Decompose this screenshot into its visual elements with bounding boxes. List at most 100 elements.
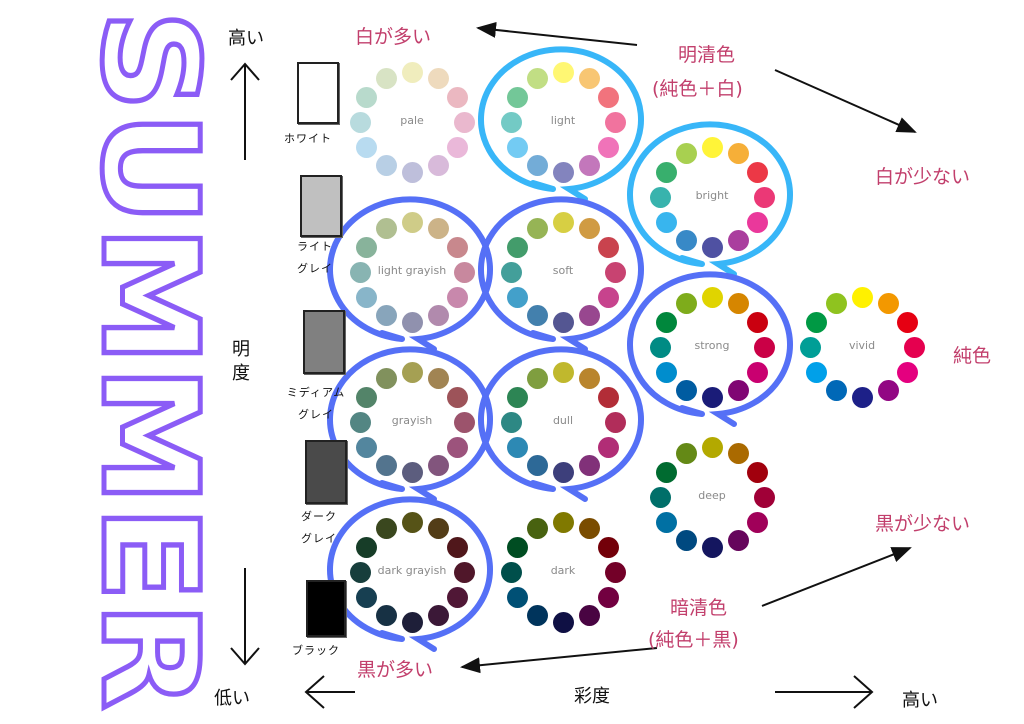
color-dot <box>578 304 600 326</box>
tone-wheel-light-grayish: light grayish <box>342 202 482 342</box>
color-dot <box>401 311 423 333</box>
more-white-label: 白が多い <box>355 26 432 48</box>
saturation-high-label: 高い <box>902 690 938 711</box>
color-dot <box>375 518 397 540</box>
color-dot <box>597 286 619 308</box>
gray-label-dark-gray: ダーク グレイ <box>301 510 337 545</box>
color-dot <box>526 604 548 626</box>
color-dot <box>649 336 671 358</box>
hand-drawn-loop-soft <box>478 196 644 352</box>
color-dot <box>507 586 529 608</box>
color-dot <box>356 86 378 108</box>
arrow-to-more-white <box>476 21 638 46</box>
tone-wheel-strong: strong <box>642 277 782 417</box>
color-dot <box>427 68 449 90</box>
color-dot <box>526 454 548 476</box>
color-dot <box>701 136 723 158</box>
color-dot <box>656 511 678 533</box>
color-dot <box>727 293 749 315</box>
color-dot <box>375 68 397 90</box>
color-dot <box>727 379 749 401</box>
tone-wheel-bright: bright <box>642 127 782 267</box>
color-dot <box>507 386 529 408</box>
tone-label-dark-grayish: dark grayish <box>377 564 447 577</box>
more-black-label: 黒が多い <box>357 659 434 681</box>
less-white-label: 白が少ない <box>875 166 971 188</box>
color-dot <box>597 436 619 458</box>
color-dot <box>375 304 397 326</box>
color-dot <box>446 136 468 158</box>
color-dot <box>604 261 626 283</box>
color-dot <box>356 436 378 458</box>
color-dot <box>851 386 873 408</box>
color-dot <box>851 286 873 308</box>
color-dot <box>427 368 449 390</box>
tone-wheel-pale: pale <box>342 52 482 192</box>
color-dot <box>427 604 449 626</box>
color-dot <box>896 361 918 383</box>
summer-title-logo: SUMMER <box>70 8 229 713</box>
color-dot <box>604 411 626 433</box>
color-dot <box>427 218 449 240</box>
color-dot <box>578 68 600 90</box>
tint-formula: (純色＋白) <box>652 78 743 100</box>
color-dot <box>701 386 723 408</box>
color-dot <box>746 311 768 333</box>
gray-label-light-gray: ライト グレイ <box>297 240 333 275</box>
color-dot <box>675 379 697 401</box>
color-dot <box>746 211 768 233</box>
color-dot <box>578 218 600 240</box>
color-dot <box>446 236 468 258</box>
tone-label-dull: dull <box>552 414 574 427</box>
color-dot <box>401 211 423 233</box>
lightness-high-label: 高い <box>228 28 264 49</box>
color-dot <box>453 411 475 433</box>
color-dot <box>526 304 548 326</box>
color-dot <box>701 436 723 458</box>
color-dot <box>375 218 397 240</box>
color-dot <box>753 336 775 358</box>
color-dot <box>349 411 371 433</box>
color-dot <box>656 211 678 233</box>
color-dot <box>552 361 574 383</box>
tone-label-pale: pale <box>400 114 424 127</box>
color-dot <box>356 586 378 608</box>
color-dot <box>453 261 475 283</box>
color-dot <box>675 443 697 465</box>
color-dot <box>701 286 723 308</box>
color-dot <box>727 443 749 465</box>
color-dot <box>578 154 600 176</box>
color-dot <box>675 529 697 551</box>
color-dot <box>446 286 468 308</box>
tone-label-strong: strong <box>694 339 730 352</box>
color-dot <box>401 461 423 483</box>
color-dot <box>597 386 619 408</box>
color-dot <box>375 368 397 390</box>
color-dot <box>701 536 723 558</box>
color-dot <box>552 611 574 633</box>
tone-label-grayish: grayish <box>391 414 433 427</box>
color-dot <box>507 86 529 108</box>
tone-label-light-grayish: light grayish <box>377 264 447 277</box>
hand-drawn-loop-bright <box>627 121 793 277</box>
color-dot <box>597 136 619 158</box>
color-dot <box>526 218 548 240</box>
tone-wheel-light: light <box>493 52 633 192</box>
color-dot <box>649 486 671 508</box>
color-dot <box>349 261 371 283</box>
color-dot <box>806 361 828 383</box>
color-dot <box>578 454 600 476</box>
color-dot <box>701 236 723 258</box>
tone-label-deep: deep <box>698 489 726 502</box>
color-dot <box>446 86 468 108</box>
color-dot <box>446 436 468 458</box>
color-dot <box>746 361 768 383</box>
color-dot <box>507 436 529 458</box>
hand-drawn-loop-strong <box>627 271 793 427</box>
color-dot <box>799 336 821 358</box>
color-dot <box>427 518 449 540</box>
color-dot <box>446 586 468 608</box>
color-dot <box>453 561 475 583</box>
color-dot <box>356 286 378 308</box>
color-dot <box>356 386 378 408</box>
